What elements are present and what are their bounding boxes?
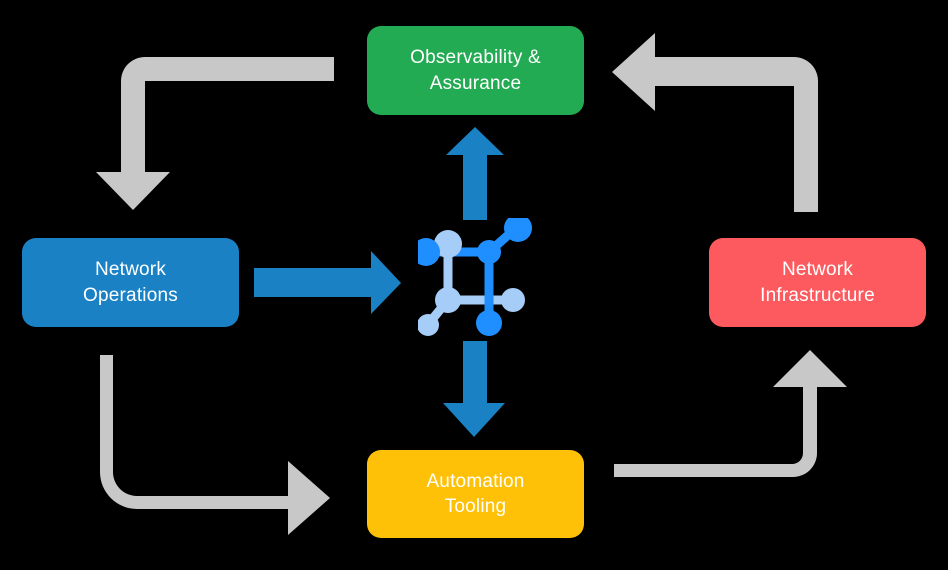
node-label: Automation Tooling <box>426 470 525 517</box>
node-label: Network Operations <box>83 259 178 306</box>
topology-dark-nodes <box>418 218 532 336</box>
node-network-infrastructure[interactable]: Network Infrastructure <box>709 238 926 327</box>
node-automation-tooling[interactable]: Automation Tooling <box>367 450 584 538</box>
connector-observability-to-network-operations <box>96 57 334 210</box>
node-label: Network Infrastructure <box>760 259 875 306</box>
connector-center-to-observability <box>446 127 504 220</box>
connector-network-operations-to-automation-tooling <box>100 355 330 535</box>
connector-network-operations-to-center <box>254 251 401 314</box>
connector-network-infrastructure-to-observability <box>612 33 818 212</box>
connector-automation-tooling-to-network-infrastructure <box>614 350 847 477</box>
topology-light-nodes <box>418 230 525 336</box>
connector-center-to-automation-tooling <box>443 341 505 437</box>
node-network-operations[interactable]: Network Operations <box>22 238 239 327</box>
node-observability-assurance[interactable]: Observability & Assurance <box>367 26 584 115</box>
network-topology-icon <box>418 218 532 336</box>
node-label: Observability & Assurance <box>410 47 541 94</box>
